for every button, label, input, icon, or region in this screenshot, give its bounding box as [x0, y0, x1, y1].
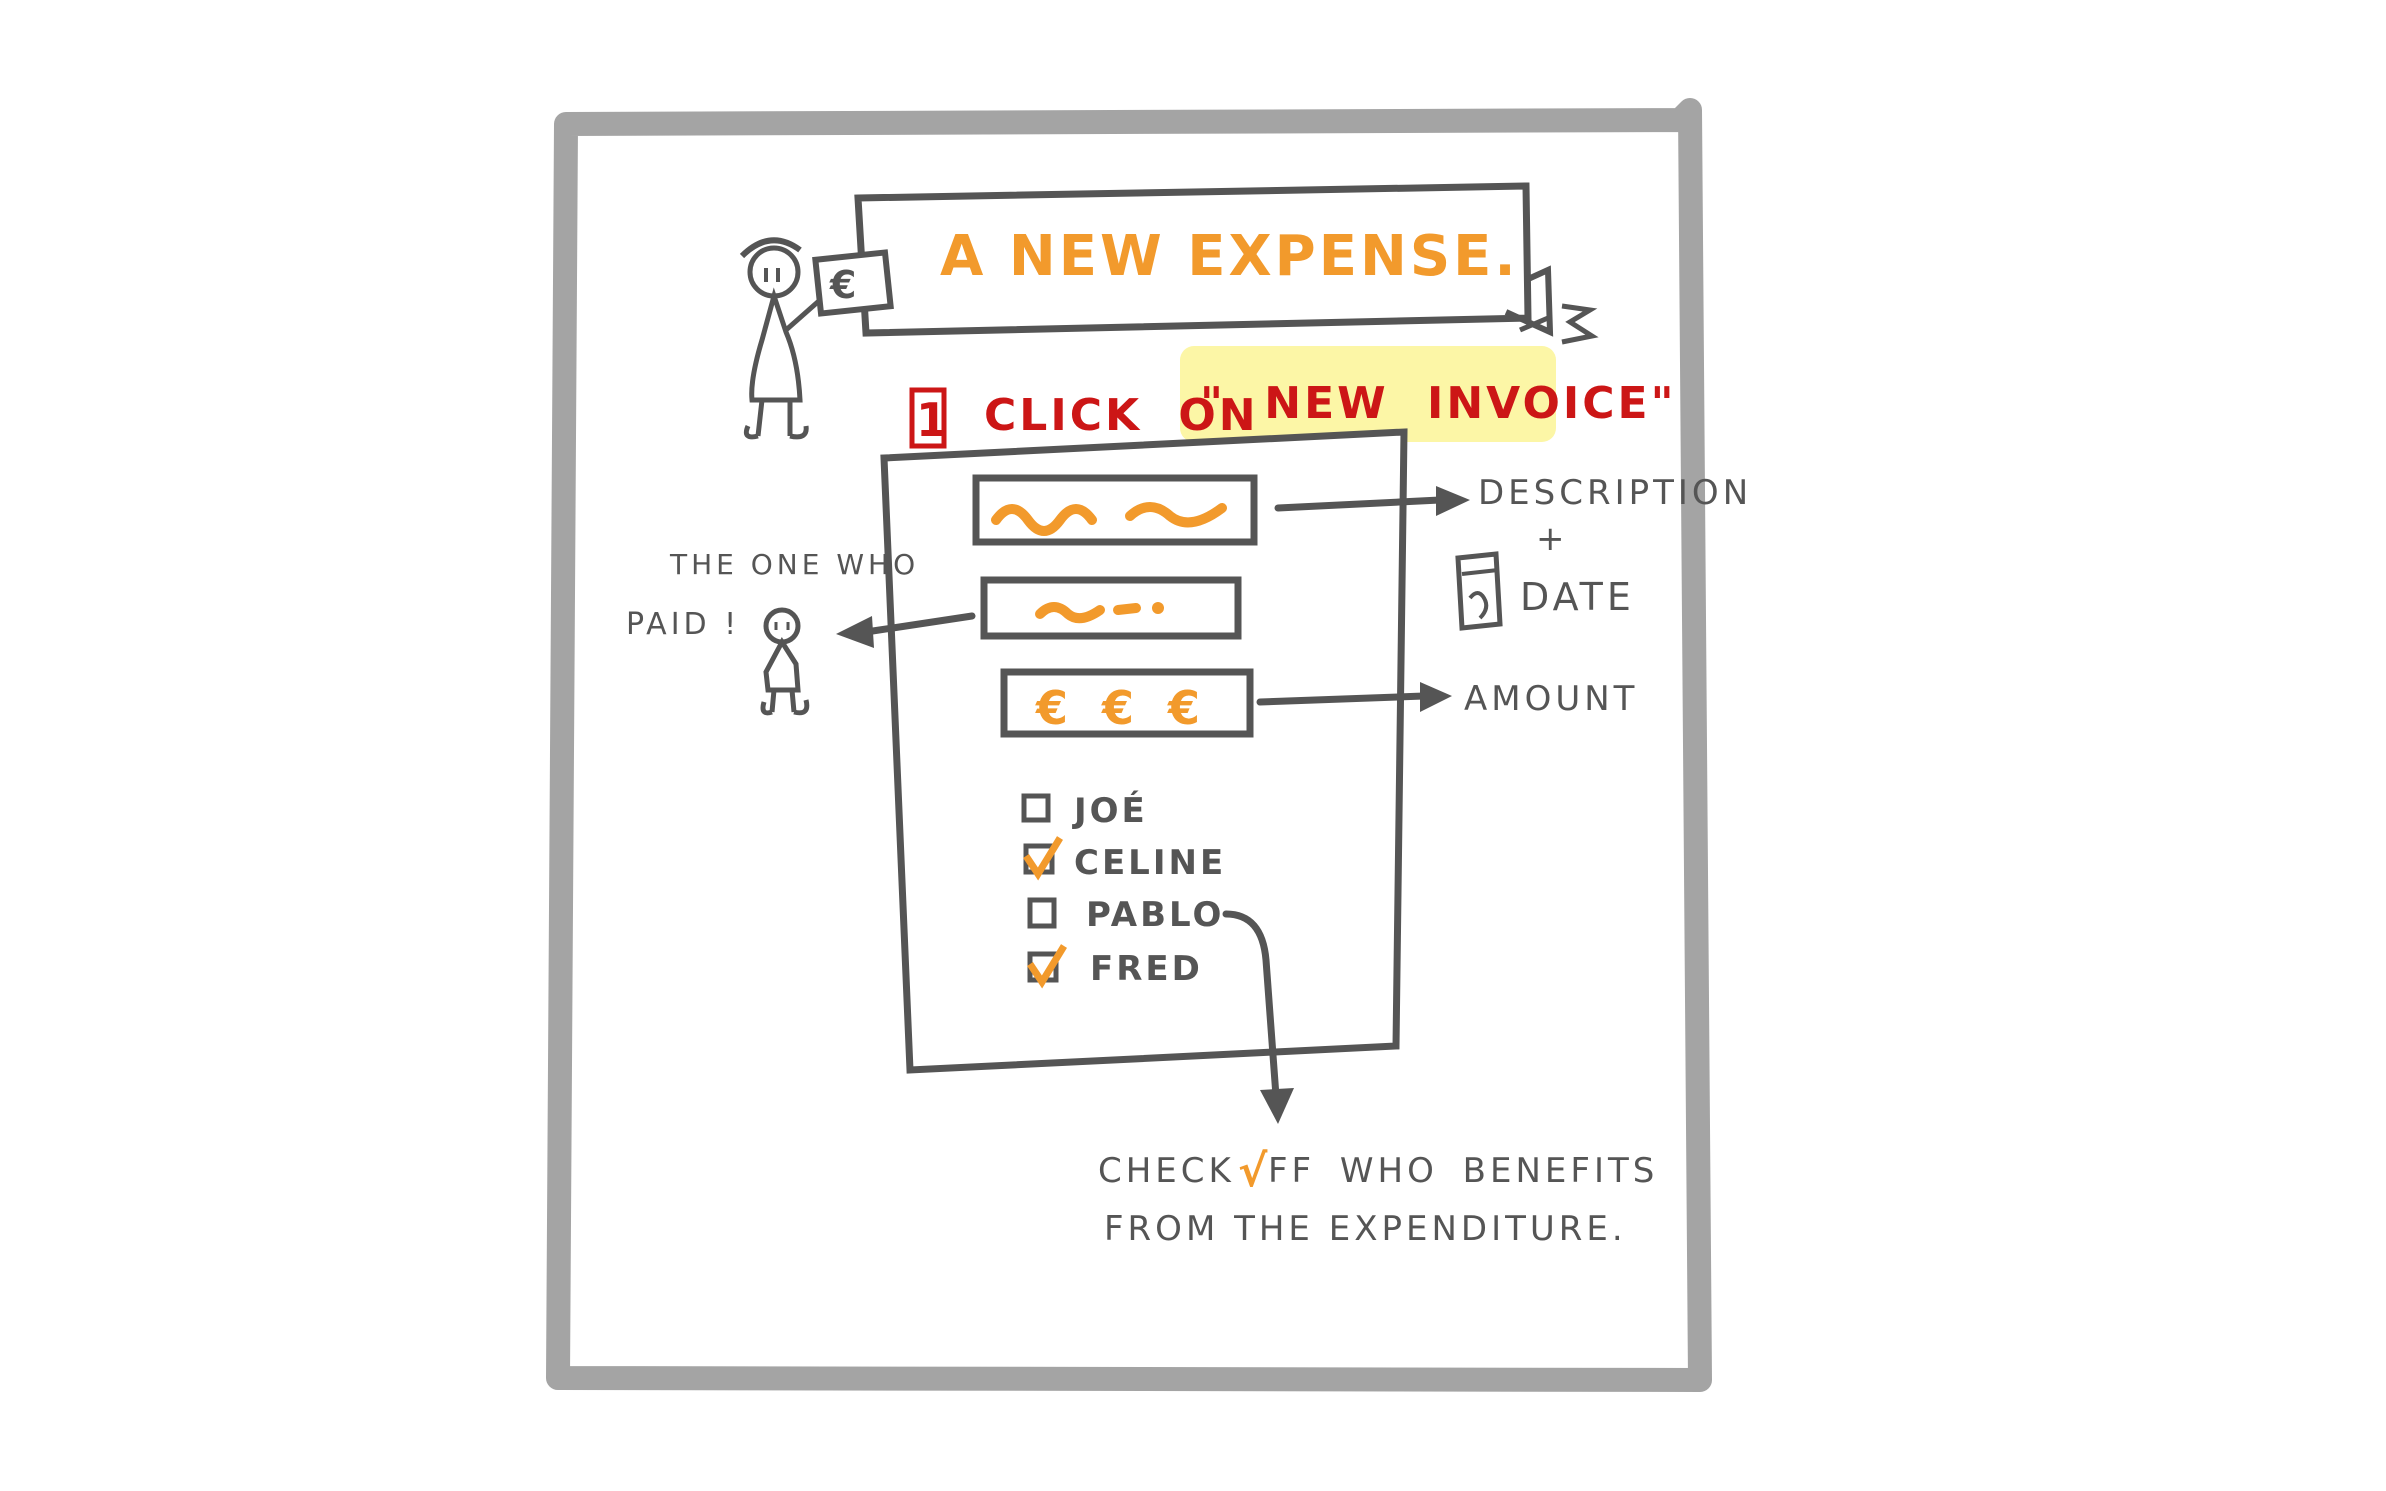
payer-figure: [760, 607, 810, 716]
step-prefix: CLICK ON: [984, 390, 1259, 441]
benefits-note-line2: FROM THE EXPENDITURE.: [1104, 1209, 1627, 1249]
plus-annotation: +: [1536, 519, 1569, 559]
step-number-box: [909, 387, 947, 449]
check-mark-icon: [1027, 944, 1067, 989]
invoice-form: € € €: [880, 428, 1408, 1074]
arrow-to-benefits-note: [1222, 910, 1294, 1124]
step-instruction: 1 CLICK ON " NEW INVOICE": [909, 346, 1677, 449]
amount-annotation: AMOUNT: [1464, 679, 1638, 719]
step-button-name: " NEW INVOICE": [1200, 378, 1677, 429]
step-number: 1: [916, 393, 951, 447]
participant-fred[interactable]: FRED: [1027, 944, 1203, 989]
description-annotation: DESCRIPTION: [1478, 473, 1752, 513]
arrow-to-amount: [1256, 682, 1452, 712]
participant-name-celine: CELINE: [1074, 843, 1226, 883]
payer-annotation-line1: THE ONE WHO: [669, 548, 919, 581]
euro-sign-text: €: [829, 263, 859, 307]
checkbox-pablo[interactable]: [1027, 897, 1057, 929]
benefits-note: CHECK √ FF WHO BENEFITS FROM THE EXPENDI…: [1098, 1146, 1658, 1249]
participant-joe[interactable]: JOÉ: [1021, 790, 1148, 831]
participant-list: JOÉ CELINE PABLO FRED: [1021, 790, 1226, 989]
title-banner: A NEW EXPENSE.: [854, 182, 1599, 345]
arrow-to-payer: [836, 612, 976, 648]
benefits-note-word2: FF WHO BENEFITS: [1268, 1151, 1658, 1191]
participant-name-fred: FRED: [1090, 949, 1203, 989]
benefits-note-word1: CHECK: [1098, 1151, 1235, 1191]
calendar-icon: [1455, 551, 1503, 631]
outer-frame: [546, 98, 1712, 1392]
payer-field[interactable]: [980, 576, 1242, 640]
figure-with-sign: €: [739, 237, 894, 440]
participant-name-pablo: PABLO: [1086, 895, 1224, 935]
payer-annotation-line2: PAID !: [626, 607, 740, 642]
date-annotation: DATE: [1520, 575, 1635, 619]
participant-celine[interactable]: CELINE: [1023, 836, 1226, 883]
check-mark-icon: [1023, 836, 1063, 881]
amount-field[interactable]: [1000, 668, 1254, 738]
arrow-to-description: [1274, 486, 1470, 516]
checkbox-joe[interactable]: [1021, 793, 1051, 823]
highlighter-mark: [1180, 346, 1556, 442]
participant-pablo[interactable]: PABLO: [1027, 895, 1224, 935]
participant-name-joe: JOÉ: [1072, 790, 1148, 831]
title-text: A NEW EXPENSE.: [940, 224, 1519, 289]
amount-currency: € € €: [1035, 681, 1203, 735]
benefits-note-check: √: [1238, 1146, 1270, 1197]
